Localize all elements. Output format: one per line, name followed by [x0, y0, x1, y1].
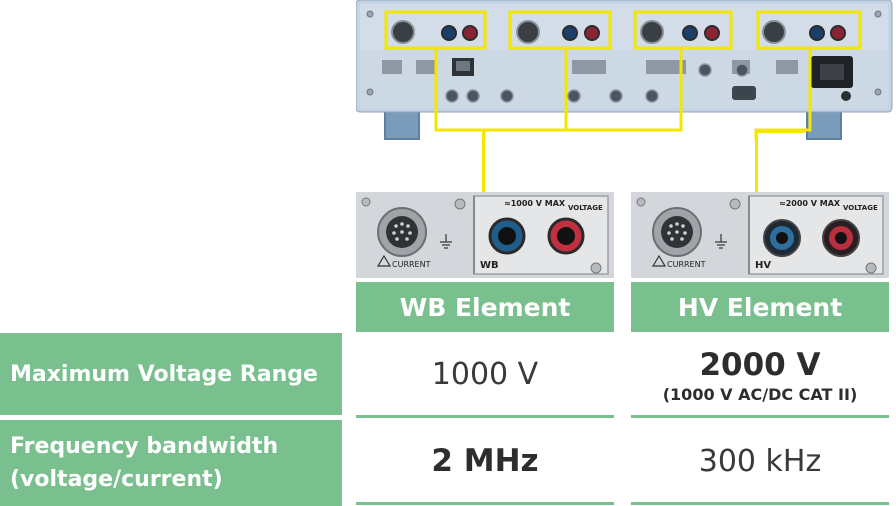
- cell-wb-frequency-bandwidth: 2 MHz: [356, 420, 614, 502]
- value-text: 2000 V: [699, 346, 821, 383]
- cell-hv-max-voltage: 2000 V (1000 V AC/DC CAT II): [631, 338, 889, 412]
- row-label-text: Maximum Voltage Range: [10, 361, 318, 387]
- wb-warning-icon: [376, 254, 392, 267]
- wb-ground-icon: [440, 234, 452, 249]
- wb-terminal-label: VOLTAGE: [568, 204, 603, 212]
- row-divider: [356, 415, 614, 418]
- hv-element-closeup: CURRENT ≈2000 V MAX VOLTAGE HV: [631, 192, 889, 278]
- hv-terminal-label: VOLTAGE: [843, 204, 878, 212]
- cell-hv-frequency-bandwidth: 300 kHz: [631, 420, 889, 502]
- row-label-text: Frequency bandwidth: [10, 434, 279, 459]
- row-label-max-voltage: Maximum Voltage Range: [0, 333, 342, 415]
- cell-wb-max-voltage: 1000 V: [356, 333, 614, 415]
- row-label-text: (voltage/current): [10, 467, 223, 492]
- instrument-rear-panel: [356, 0, 893, 140]
- row-divider: [356, 502, 614, 505]
- header-wb-element: WB Element: [356, 282, 614, 332]
- screw-icon: [454, 198, 466, 210]
- wb-current-label: CURRENT: [392, 260, 431, 269]
- wb-element-closeup: CURRENT ≈1000 V MAX VOLTAGE WB: [356, 192, 614, 278]
- value-note: (1000 V AC/DC CAT II): [662, 384, 858, 404]
- hv-ground-icon: [715, 234, 727, 249]
- sensor-connector-icon: [391, 20, 415, 44]
- row-label-frequency-bandwidth: Frequency bandwidth (voltage/current): [0, 420, 342, 506]
- wb-badge: WB: [480, 260, 499, 271]
- header-hv-element: HV Element: [631, 282, 889, 332]
- row-divider: [631, 415, 889, 418]
- value-text: 1000 V: [431, 356, 539, 392]
- yellow-line-wb: [482, 130, 485, 192]
- hv-badge: HV: [755, 260, 771, 271]
- hv-warning-icon: [651, 254, 667, 267]
- wb-rating-label: ≈1000 V MAX: [504, 199, 566, 208]
- yellow-line-hv: [755, 130, 758, 192]
- bnc-connector-icon: [445, 89, 459, 103]
- value-text: 2 MHz: [431, 443, 539, 479]
- serial-port-icon: [732, 86, 756, 100]
- hv-rating-label: ≈2000 V MAX: [779, 199, 841, 208]
- value-text: 300 kHz: [698, 443, 822, 479]
- row-divider: [631, 502, 889, 505]
- hv-current-label: CURRENT: [667, 260, 706, 269]
